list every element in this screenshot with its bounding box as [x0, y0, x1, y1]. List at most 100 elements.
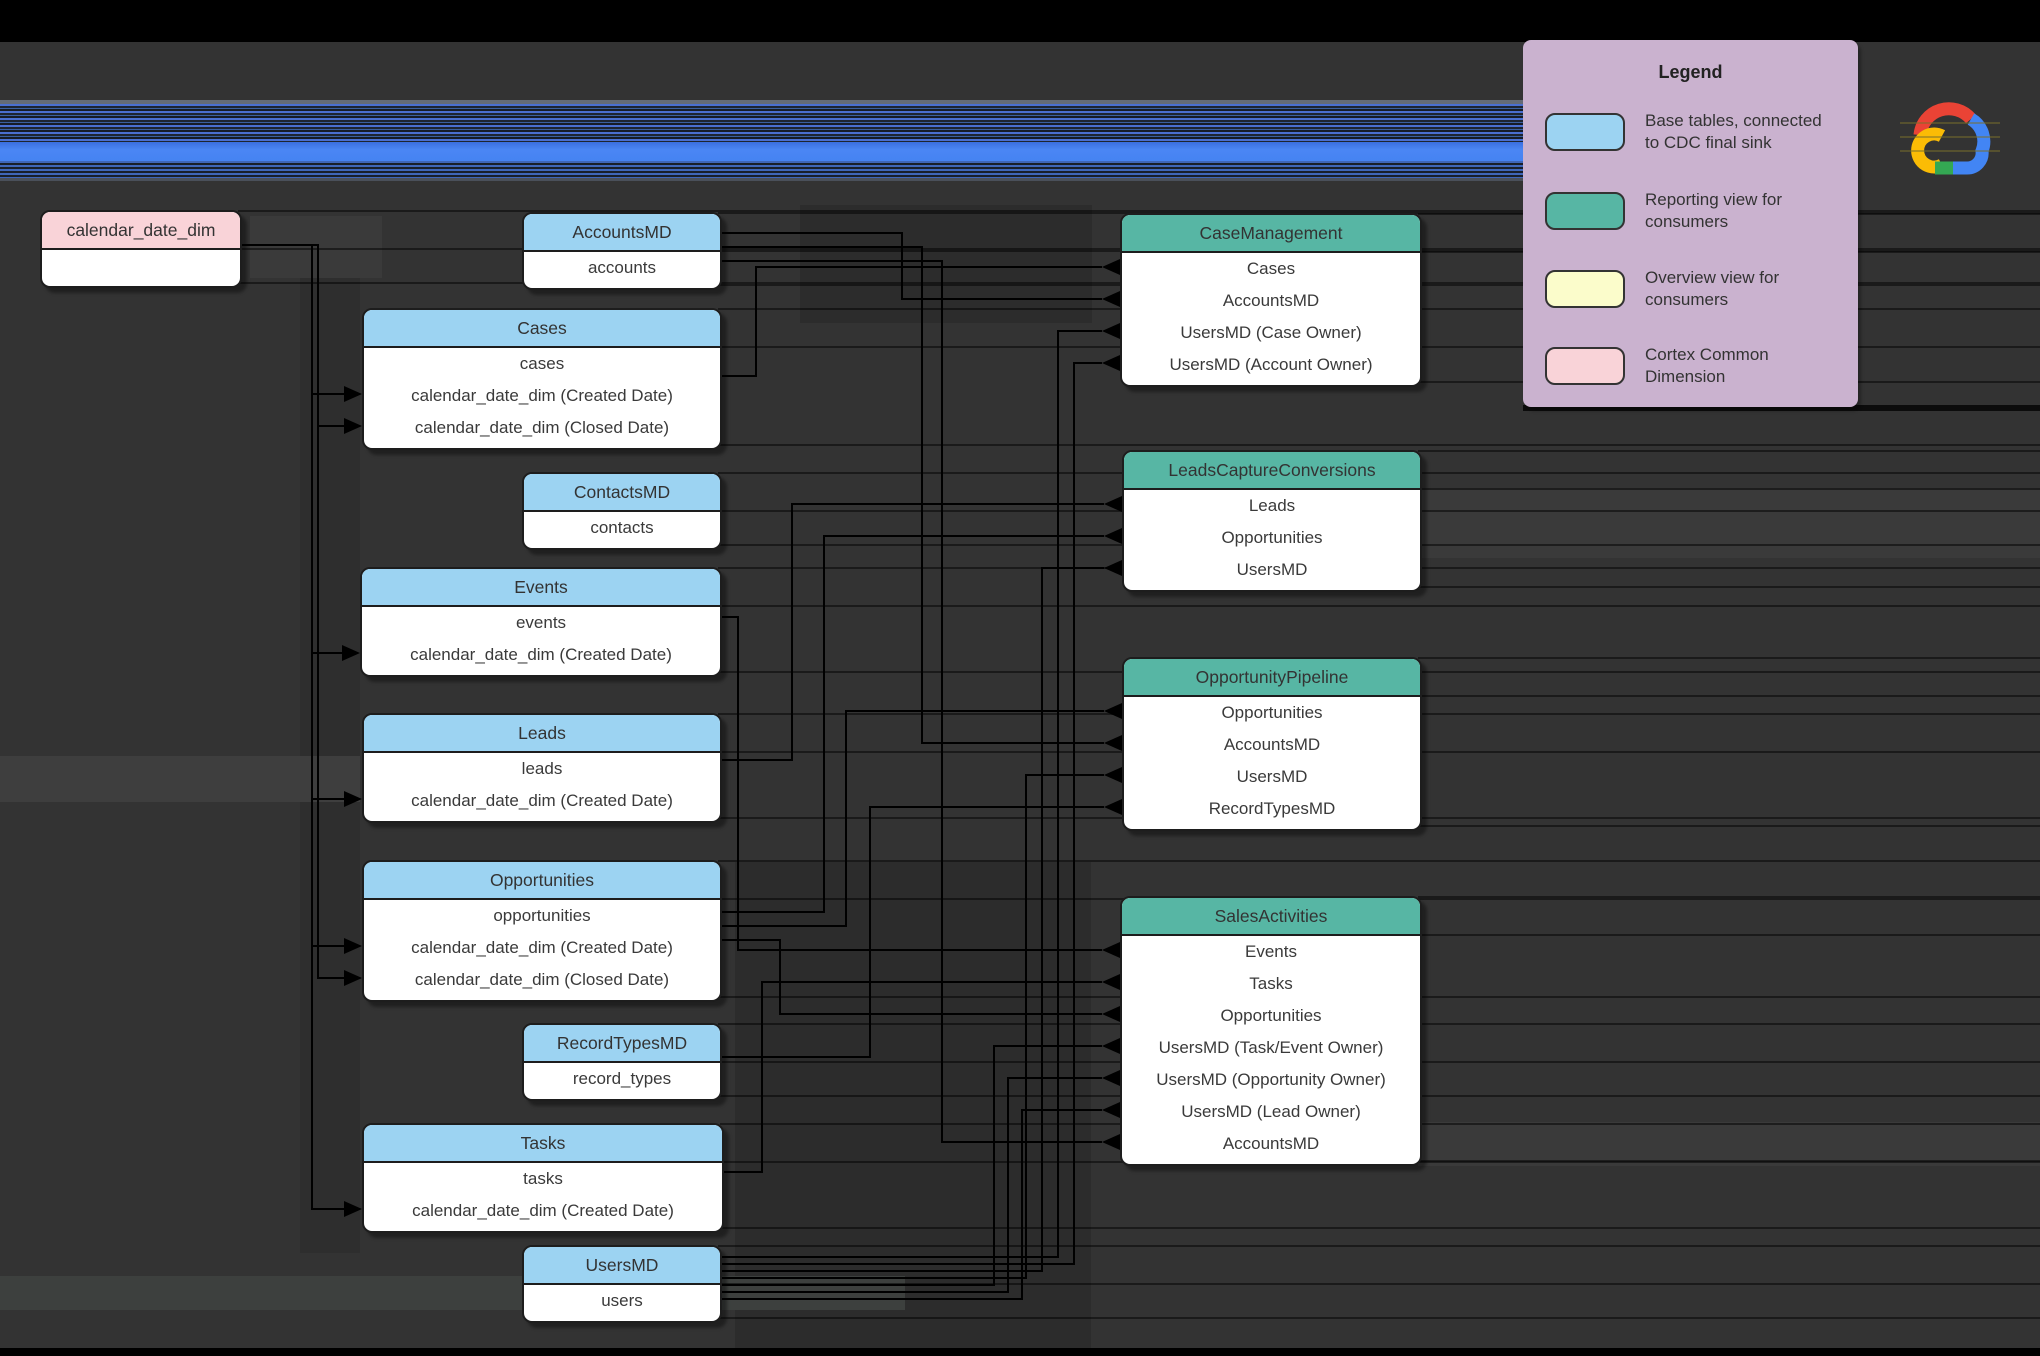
- arrowhead: [344, 418, 362, 434]
- glitch-logo-stripe: [1900, 136, 2000, 138]
- table-row: Events: [1245, 942, 1297, 961]
- table-row: contacts: [590, 518, 654, 537]
- table-title: SalesActivities: [1122, 898, 1420, 936]
- glitch-smear-line: [720, 1227, 2040, 1229]
- arrowhead: [1102, 259, 1120, 275]
- edge-Cases-to-CaseManagement: [718, 259, 1120, 377]
- table-row: calendar_date_dim (Created Date): [411, 386, 673, 405]
- arrowhead: [344, 386, 362, 402]
- legend-item-reporting_view: Reporting view for consumers: [1523, 190, 1858, 244]
- legend-panel: Legend Base tables, connected to CDC fin…: [1523, 40, 1858, 407]
- glitch-patch: [1418, 488, 2040, 558]
- glitch-smear-line: [718, 860, 2040, 862]
- edge-calendar_date_dim-to-Opportunities: [238, 244, 362, 954]
- table-title: Cases: [364, 310, 720, 348]
- logo-blue-arc: [1951, 113, 1991, 175]
- legend-swatch-common_dimension: [1545, 347, 1625, 385]
- glitch-patch: [1418, 1122, 2040, 1166]
- table-row: opportunities: [493, 906, 591, 925]
- glitch-smear-line: [1418, 934, 2040, 936]
- legend-label: Base tables, connected to CDC final sink: [1645, 111, 1822, 152]
- table-title: UsersMD: [524, 1247, 720, 1285]
- edge-calendar_date_dim-to-Events: [238, 244, 360, 661]
- table-UsersMD[interactable]: UsersMD users: [522, 1245, 722, 1323]
- arrowhead: [1104, 560, 1122, 576]
- table-row: RecordTypesMD: [1208, 799, 1336, 818]
- glitch-smear-line: [1418, 695, 2040, 697]
- table-row: UsersMD (Task/Event Owner): [1158, 1038, 1384, 1057]
- arrowhead: [344, 1201, 362, 1217]
- edge-UsersMD-to-CaseManagement: [718, 355, 1120, 1265]
- edge-AccountsMD-to-OpportunityPipeline: [718, 246, 1122, 751]
- table-title: RecordTypesMD: [524, 1025, 720, 1063]
- arrowhead: [344, 938, 362, 954]
- table-row: events: [515, 613, 567, 632]
- arrowhead: [1102, 942, 1120, 958]
- legend-swatch-reporting_view: [1545, 192, 1625, 230]
- glitch-smear-line: [718, 1245, 2040, 1247]
- arrowhead: [1104, 703, 1122, 719]
- arrowhead: [1102, 323, 1120, 339]
- table-title: CaseManagement: [1122, 215, 1420, 253]
- glitch-smear-line: [1418, 896, 2040, 898]
- edge-calendar_date_dim-to-Cases: [238, 244, 362, 434]
- glitch-smear-line: [718, 605, 2040, 607]
- arrowhead: [1104, 767, 1122, 783]
- table-row: UsersMD (Opportunity Owner): [1156, 1070, 1386, 1089]
- legend-label: Reporting view for consumers: [1645, 190, 1783, 231]
- table-row: record_types: [572, 1069, 672, 1088]
- table-row: cases: [519, 354, 565, 373]
- table-row: UsersMD: [1236, 767, 1308, 786]
- table-calendar_date_dim[interactable]: calendar_date_dim: [40, 210, 242, 288]
- arrowhead: [1102, 1006, 1120, 1022]
- table-row: Tasks: [1249, 974, 1293, 993]
- glitch-smear-line: [1418, 586, 2040, 588]
- table-row: calendar_date_dim (Created Date): [412, 1201, 674, 1220]
- legend-label: Cortex Common Dimension: [1645, 345, 1769, 386]
- arrowhead: [1102, 355, 1120, 371]
- table-row: calendar_date_dim (Created Date): [410, 645, 672, 664]
- glitch-bar-bottom: [0, 1348, 2040, 1356]
- edge-UsersMD-to-LeadsCaptureConversions: [718, 560, 1122, 1272]
- table-row: AccountsMD: [1222, 291, 1320, 310]
- table-row: AccountsMD: [1222, 1134, 1320, 1153]
- table-title: LeadsCaptureConversions: [1124, 452, 1420, 490]
- table-row: leads: [521, 759, 563, 778]
- table-row: tasks: [523, 1169, 563, 1188]
- table-Cases[interactable]: Cases cases calendar_date_dim (Created Dat…: [362, 308, 722, 450]
- legend-item-overview_view: Overview view for consumers: [1523, 268, 1858, 322]
- glitch-smear-line: [1418, 450, 2040, 452]
- table-title: calendar_date_dim: [42, 212, 240, 250]
- arrowhead: [1102, 1070, 1120, 1086]
- table-empty-body: [42, 250, 240, 282]
- glitch-smear-line: [718, 1283, 2040, 1285]
- google-cloud-logo: [1911, 102, 1991, 175]
- arrowhead: [1104, 496, 1122, 512]
- table-RecordTypesMD[interactable]: RecordTypesMD record_types: [522, 1023, 722, 1101]
- edge-Events-to-SalesActivities: [718, 616, 1120, 958]
- table-title: AccountsMD: [524, 214, 720, 252]
- table-AccountsMD[interactable]: AccountsMD accounts: [522, 212, 722, 290]
- table-row: calendar_date_dim (Closed Date): [414, 418, 670, 437]
- legend-title: Legend: [1658, 62, 1723, 82]
- edge-AccountsMD-to-SalesActivities: [718, 260, 1120, 1150]
- edge-Opportunities-to-LeadsCaptureConversions: [718, 528, 1122, 913]
- table-title: Leads: [364, 715, 720, 753]
- edge-RecordTypesMD-to-OpportunityPipeline: [718, 799, 1122, 1058]
- arrowhead: [1102, 974, 1120, 990]
- edge-UsersMD-to-SalesActivities: [718, 1102, 1120, 1300]
- arrowhead: [1104, 528, 1122, 544]
- arrowhead: [344, 791, 362, 807]
- table-row: users: [601, 1291, 643, 1310]
- table-row: accounts: [587, 258, 657, 277]
